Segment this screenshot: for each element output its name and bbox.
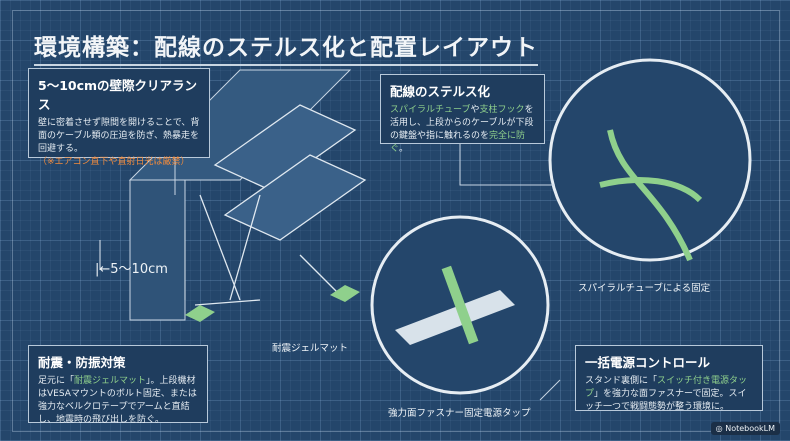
stealth-heading: 配線のステルス化 [390, 84, 491, 99]
keyboard-stand-illustration [185, 104, 367, 322]
spiral-detail-circle [548, 58, 752, 262]
clearance-callout: 5〜10cmの壁際クリアランス 壁に密着させず隙間を開けることで、背面のケーブル… [28, 68, 210, 167]
highlight-spiral: スパイラルチューブ [390, 105, 471, 115]
credit-text: NotebookLM [725, 424, 775, 433]
power-heading: 一括電源コントロール [585, 355, 711, 370]
power-callout: 一括電源コントロール スタンド裏側に「スイッチ付き電源タップ」を強力な面ファスナ… [575, 345, 763, 412]
highlight-prevent: 完全に防ぐ [390, 131, 526, 154]
stealth-text: や [470, 105, 480, 115]
stealth-text: 。 [399, 144, 409, 154]
quake-text: 」。上段機材はVESAマウントのボルト固定、または強力なベルクロテープでアームと… [38, 376, 197, 425]
power-strip-icon [395, 265, 515, 345]
quake-callout: 耐震・防振対策 足元に「耐震ジェルマット」。上段機材はVESAマウントのボルト固… [28, 345, 208, 425]
spiral-label: スパイラルチューブによる固定 [578, 283, 711, 294]
power-text: スタンド裏側に「 [585, 376, 658, 386]
notebooklm-credit: ◎ NotebookLM [710, 422, 780, 435]
stealth-callout: 配線のステルス化 スパイラルチューブや支柱フックを活用し、上段からのケーブルが下… [380, 74, 545, 154]
highlight-gel: 耐震ジェルマット [74, 376, 147, 386]
clearance-warning: （※エアコン直下や直射日光は厳禁） [38, 157, 190, 167]
quake-text: 足元に「 [38, 376, 75, 386]
page-title: 環境構築：配線のステルス化と配置レイアウト [34, 28, 538, 66]
notebooklm-logo-icon: ◎ [715, 424, 726, 433]
power-text: 」を強力な面ファスナーで固定。スイッチ一つで戦闘態勢が整う環境に。 [585, 389, 747, 412]
spiral-tube-icon [599, 129, 703, 262]
fastener-label: 強力面ファスナー固定電源タップ [388, 408, 531, 419]
highlight-switch-tap: スイッチ付き電源タップ [585, 376, 748, 399]
clearance-body: 壁に密着させず隙間を開けることで、背面のケーブル類の圧迫を防ぎ、熱暴走を回避する… [38, 118, 200, 154]
dimension-line [99, 230, 186, 300]
dimension-label: |←5〜10cm [95, 262, 168, 277]
quake-heading: 耐震・防振対策 [38, 355, 126, 370]
gel-mat-label: 耐震ジェルマット [272, 343, 349, 354]
blueprint-frame [12, 10, 780, 432]
highlight-hook: 支柱フック [479, 105, 525, 115]
clearance-heading: 5〜10cmの壁際クリアランス [38, 78, 198, 112]
stealth-text: を活用し、上段からのケーブルが下段の鍵盤や指に触れるのを [390, 105, 534, 141]
